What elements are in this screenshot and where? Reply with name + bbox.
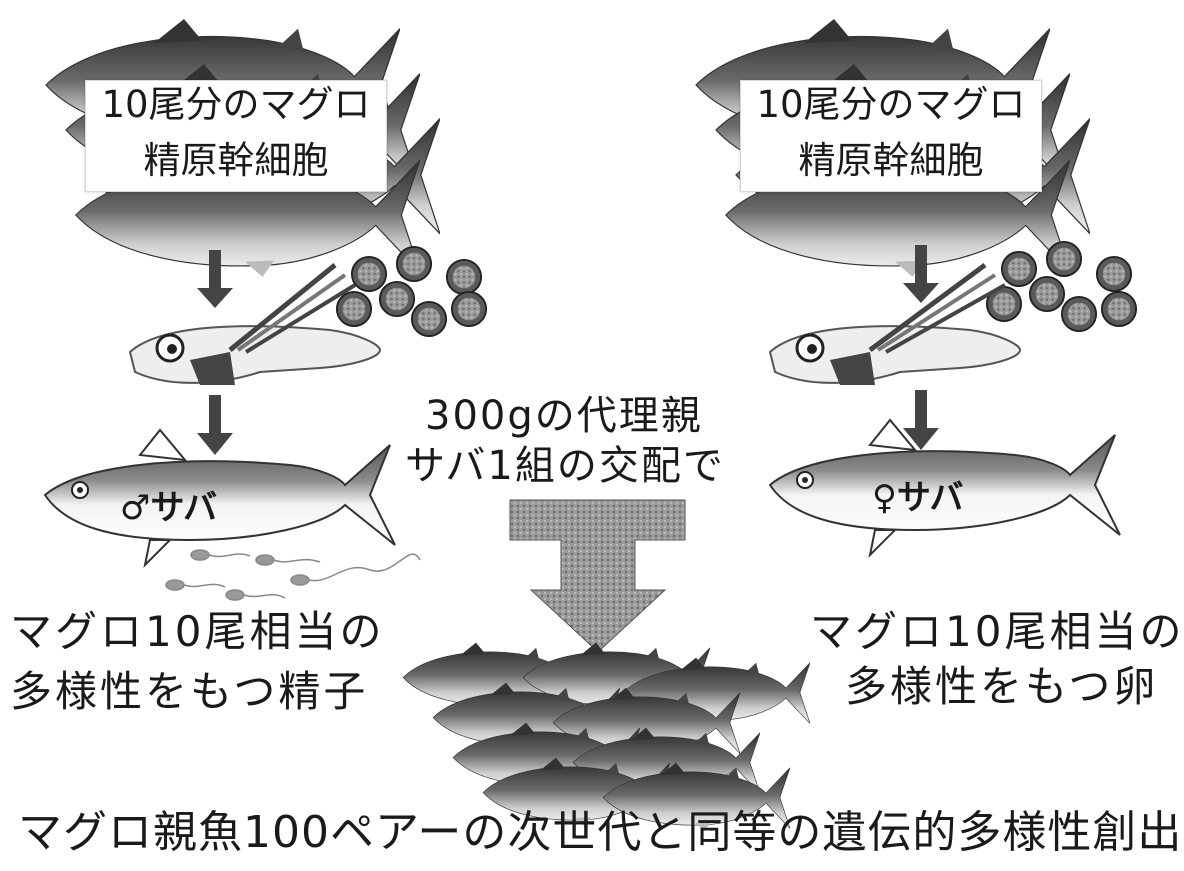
result-right-line2: 多様性をもつ卵 bbox=[845, 662, 1159, 711]
sperm-icon bbox=[165, 549, 421, 601]
arrow-down-right-icon bbox=[903, 245, 939, 450]
center-text-line1: 300gの代理親 bbox=[425, 393, 703, 439]
host-label-female: ♀サバ bbox=[872, 478, 964, 518]
source-label-right: 10尾分のマグロ 精原幹細胞 bbox=[740, 80, 1042, 192]
cells-left-icon bbox=[335, 245, 488, 338]
source-label-left: 10尾分のマグロ 精原幹細胞 bbox=[85, 80, 387, 192]
source-label-right-line1: 10尾分のマグロ bbox=[756, 83, 1026, 126]
larva-right-icon bbox=[768, 262, 1022, 385]
bottom-caption: マグロ親魚100ペアーの次世代と同等の遺伝的多様性創出 bbox=[18, 807, 1183, 858]
result-left-line2: 多様性をもつ精子 bbox=[10, 667, 369, 716]
result-left-line1: マグロ10尾相当の bbox=[10, 607, 385, 656]
larva-left-icon bbox=[128, 263, 382, 385]
source-label-left-line1: 10尾分のマグロ bbox=[101, 83, 371, 126]
cells-right-icon bbox=[985, 240, 1138, 333]
offspring-school-icon bbox=[402, 642, 810, 832]
result-right-line1: マグロ10尾相当の bbox=[810, 607, 1184, 656]
source-label-left-line2: 精原幹細胞 bbox=[143, 139, 329, 182]
center-text-line2: サバ1組の交配で bbox=[405, 443, 725, 489]
merge-arrow-icon bbox=[509, 499, 686, 653]
source-label-right-line2: 精原幹細胞 bbox=[798, 139, 984, 182]
mackerel-female-icon bbox=[768, 418, 1121, 559]
arrow-down-left-icon bbox=[197, 250, 233, 455]
host-label-male: ♂サバ bbox=[120, 488, 218, 528]
mackerel-male-icon bbox=[43, 428, 396, 569]
